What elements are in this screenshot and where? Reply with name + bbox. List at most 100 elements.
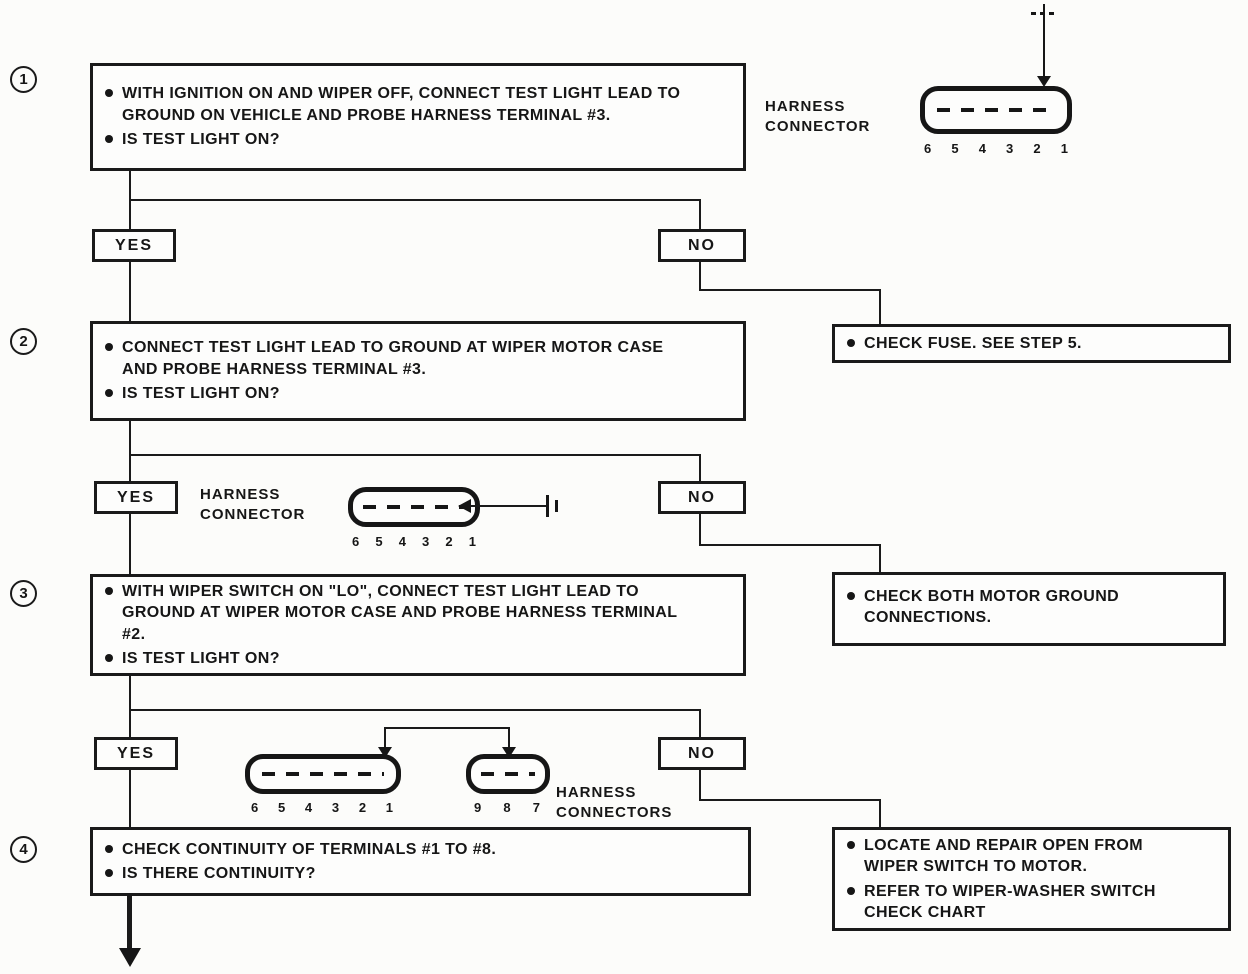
probe-lead-line [1043,15,1045,78]
question-line: IS TEST LIGHT ON? [105,648,731,669]
label-line: CONNECTOR [765,118,871,135]
probe-lead-line [384,727,386,749]
step-3-box: WITH WIPER SWITCH ON "LO", CONNECT TEST … [90,574,746,676]
yes-box-3: YES [94,737,178,770]
jumper-line [384,727,510,729]
harness-connector-body [245,754,401,794]
flow-line [699,770,701,801]
flow-line [129,676,131,737]
no-box-3: NO [658,737,746,770]
flow-line [129,514,131,574]
flow-line [699,514,701,546]
step-4-number: 4 [10,836,37,863]
pin-label: 4 [304,800,313,815]
question-line: IS TEST LIGHT ON? [105,383,731,404]
flow-line [129,262,131,321]
instruction-line: CHECK CONTINUITY OF TERMINALS #1 TO #8. [105,839,736,860]
result-text: LOCATE AND REPAIR OPEN FROM WIPER SWITCH… [864,836,1143,876]
flow-line [129,421,131,481]
bullet-icon [847,592,855,600]
bullet-icon [847,886,855,895]
question-text: IS THERE CONTINUITY? [122,865,316,882]
instruction-text: CHECK CONTINUITY OF TERMINALS #1 TO #8. [122,840,497,858]
step-number-text: 2 [19,333,28,350]
pin-label: 6 [352,534,360,549]
pin-label: 5 [951,141,959,156]
flow-line [879,289,881,324]
harness-connectors-label: HARNESS CONNECTORS [556,783,672,823]
instruction-line: CONNECT TEST LIGHT LEAD TO GROUND AT WIP… [105,337,731,380]
harness-connector-label: HARNESS CONNECTOR [765,97,870,137]
result-line: LOCATE AND REPAIR OPEN FROM WIPER SWITCH… [847,835,1216,878]
pin-label: 8 [503,800,511,815]
step-number-text: 1 [19,71,28,88]
harness-connector-body [920,86,1072,134]
bullet-icon [847,338,855,347]
flow-line [129,709,701,711]
pin-label: 2 [358,800,367,815]
pin-labels: 6 5 4 3 2 1 [251,800,393,815]
yes-box-2: YES [94,481,178,514]
step-4-box: CHECK CONTINUITY OF TERMINALS #1 TO #8. … [90,827,751,896]
pin-labels: 6 5 4 3 2 1 [352,534,476,549]
step-number-text: 4 [19,841,28,858]
result-line: CHECK FUSE. SEE STEP 5. [847,333,1216,354]
label-line: CONNECTORS [556,804,673,821]
bullet-icon [105,653,113,662]
pin-label: 3 [331,800,340,815]
flow-line [879,544,881,572]
flow-line [699,199,701,229]
pin-label: 7 [532,800,540,815]
probe-arrow-icon [502,747,516,758]
pin-label: 4 [978,141,986,156]
bullet-icon [105,343,113,352]
yes-box-1: YES [92,229,176,262]
question-text: IS TEST LIGHT ON? [122,649,280,667]
pin-label: 1 [385,800,393,815]
pin-label: 1 [468,534,476,549]
bullet-icon [847,840,855,849]
instruction-line: WITH IGNITION ON AND WIPER OFF, CONNECT … [105,83,731,126]
pin-label: 2 [445,534,453,549]
no-box-1: NO [658,229,746,262]
flow-line [699,262,701,291]
label-line: CONNECTOR [200,506,306,523]
harness-connector-label: HARNESS CONNECTOR [200,485,305,525]
connector-terminals [481,772,535,776]
probe-arrow-icon [458,499,471,513]
result-line: CHECK BOTH MOTOR GROUND CONNECTIONS. [847,586,1211,629]
probe-arrow-icon [1037,76,1051,87]
pin-label: 3 [422,534,430,549]
probe-lead-line [470,505,546,507]
result-text: CHECK FUSE. SEE STEP 5. [864,334,1082,352]
question-line: IS TEST LIGHT ON? [105,129,731,150]
flow-line [129,770,131,827]
ground-symbol-icon [1043,4,1045,13]
question-text: IS TEST LIGHT ON? [122,385,280,403]
pin-label: 5 [375,534,383,549]
pin-label: 9 [474,800,482,815]
harness-connector-body [466,754,550,794]
instruction-text: CONNECT TEST LIGHT LEAD TO GROUND AT WIP… [122,339,664,378]
bullet-icon [105,135,113,144]
ground-clip-icon [555,500,558,512]
bullet-icon [105,89,113,98]
label-line: HARNESS [200,486,281,503]
flow-line [129,199,701,201]
pin-label: 4 [398,534,406,549]
question-line: IS THERE CONTINUITY? [105,863,736,884]
flow-line [699,544,881,546]
instruction-line: WITH WIPER SWITCH ON "LO", CONNECT TEST … [105,581,731,645]
result-box-2: CHECK BOTH MOTOR GROUND CONNECTIONS. [832,572,1226,646]
flow-line [699,289,881,291]
step-3-number: 3 [10,580,37,607]
flow-line [879,799,881,827]
flow-line [699,454,701,481]
probe-arrow-icon [378,747,392,758]
bullet-icon [105,586,113,595]
flow-line [699,799,881,801]
instruction-text: WITH IGNITION ON AND WIPER OFF, CONNECT … [122,85,681,124]
connector-terminals [262,772,384,776]
pin-label: 3 [1006,141,1014,156]
result-box-1: CHECK FUSE. SEE STEP 5. [832,324,1231,363]
